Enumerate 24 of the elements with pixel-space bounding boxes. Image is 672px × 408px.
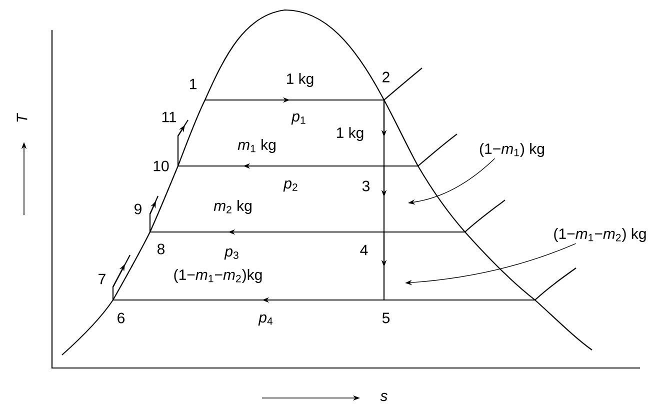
state-number: 3 [362,180,370,192]
axis-label: s [380,392,388,402]
pressure-label: p$_{3}$ [224,248,238,260]
state-number: 7 [98,274,106,284]
mass-label: m$_{1}$ kg [238,139,276,153]
mass-label: m$_{2}$ kg [214,200,252,214]
state-number: 8 [158,244,165,254]
state-number: 4 [360,244,368,256]
state-number: 11 [162,112,176,122]
pressure-label: p$_{1}$ [291,113,306,125]
mass-label: (1−m$_{1}$−m$_{2}$)kg [174,269,262,283]
state-number: 1 [190,78,196,90]
state-number: 9 [134,204,142,214]
state-number: 6 [118,312,125,324]
state-number: 2 [382,72,390,82]
axis-label: T [16,113,28,122]
mass-label: (1−m$_{1}$) kg [480,143,544,157]
state-number: 10 [154,160,169,172]
mass-label: (1−m$_{1}$−m$_{2}$) kg [554,228,646,242]
state-number: 5 [382,312,390,324]
pressure-label: p$_{4}$ [258,314,273,326]
pressure-label: p$_{2}$ [283,180,298,192]
mass-label: 1 kg [286,73,314,87]
mass-label: 1 kg [336,127,364,141]
